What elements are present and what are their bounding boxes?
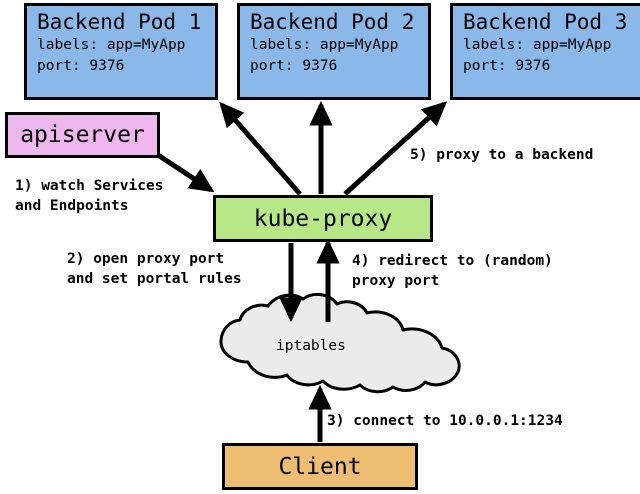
backend-pod-3-port: port: 9376 <box>463 58 551 74</box>
step-3-annotation: 3) connect to 10.0.0.1:1234 <box>327 411 563 431</box>
kube-proxy-label: kube-proxy <box>253 205 393 232</box>
backend-pod-3-labels: labels: app=MyApp <box>463 37 612 53</box>
client-label: Client <box>278 453 362 480</box>
backend-pod-1-box: Backend Pod 1 labels: app=MyApp port: 93… <box>24 3 218 100</box>
kube-proxy-box: kube-proxy <box>213 195 433 242</box>
step-2-line-1: 2) open proxy port <box>67 251 225 267</box>
step-5-line-1: 5) proxy to a backend <box>410 147 594 163</box>
step-4-annotation: 4) redirect to (random) <box>352 251 553 271</box>
apiserver-label: apiserver <box>20 122 145 148</box>
backend-pod-1-port: port: 9376 <box>37 58 125 74</box>
step-2-annotation: 2) open proxy port <box>67 249 224 269</box>
iptables-label: iptables <box>276 338 346 354</box>
step-4-line-1: 4) redirect to (random) <box>352 253 553 269</box>
step-1-line-1: 1) watch Services <box>15 178 164 194</box>
step-2-annotation-line2: and set portal rules <box>67 269 242 289</box>
step-5-annotation: 5) proxy to a backend <box>410 145 593 165</box>
backend-pod-3-box: Backend Pod 3 labels: app=MyApp port: 93… <box>450 3 640 100</box>
apiserver-box: apiserver <box>5 112 160 158</box>
backend-pod-1-title: Backend Pod 1 <box>37 10 202 34</box>
backend-pod-2-box: Backend Pod 2 labels: app=MyApp port: 93… <box>237 3 431 100</box>
step-4-annotation-line2: proxy port <box>352 271 439 291</box>
step-4-line-2: proxy port <box>352 273 440 289</box>
backend-pod-2-title: Backend Pod 2 <box>250 10 415 34</box>
backend-pod-2-labels: labels: app=MyApp <box>250 37 399 53</box>
step-1-annotation-line2: and Endpoints <box>15 196 129 216</box>
backend-pod-1-labels: labels: app=MyApp <box>37 37 186 53</box>
step-2-line-2: and set portal rules <box>67 271 242 287</box>
client-box: Client <box>222 443 418 490</box>
backend-pod-3-title: Backend Pod 3 <box>463 10 628 34</box>
step-1-line-2: and Endpoints <box>15 198 129 214</box>
step-1-annotation: 1) watch Services <box>15 176 163 196</box>
backend-pod-2-port: port: 9376 <box>250 58 338 74</box>
step-3-line-1: 3) connect to 10.0.0.1:1234 <box>327 413 563 429</box>
